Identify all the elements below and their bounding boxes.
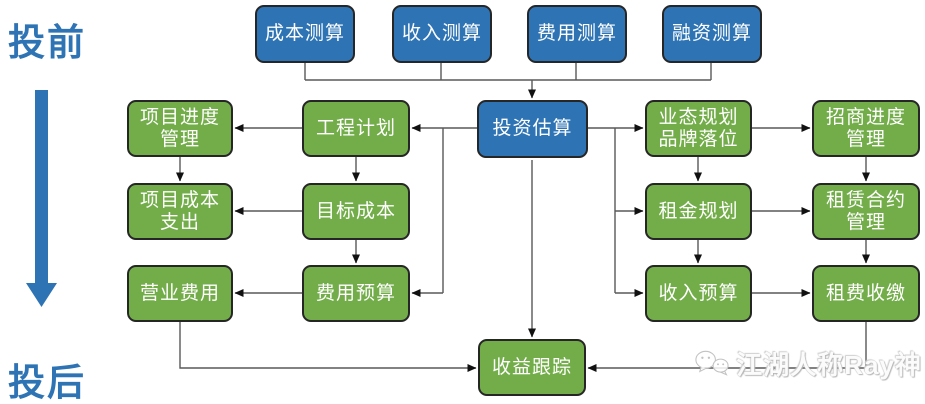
node-operating-expense: 营业费用	[127, 265, 233, 322]
node-engineering-plan: 工程计划	[302, 100, 410, 157]
node-cost-calculation: 成本测算	[255, 5, 355, 63]
node-format-planning-brand: 业态规划 品牌落位	[645, 100, 752, 157]
node-expense-calculation: 费用测算	[527, 5, 627, 63]
node-income-budget: 收入预算	[645, 265, 752, 322]
post-investment-label: 投后	[8, 362, 86, 403]
node-rent-collection: 租费收缴	[812, 265, 920, 322]
node-rent-planning: 租金规划	[645, 183, 752, 240]
node-investment-estimate: 投资估算	[477, 100, 588, 158]
node-target-cost: 目标成本	[302, 183, 410, 240]
node-lease-contract-management: 租赁合约 管理	[812, 183, 920, 240]
node-income-tracking: 收益跟踪	[478, 339, 586, 396]
pre-to-post-arrow	[26, 90, 57, 307]
node-project-schedule-management: 项目进度 管理	[127, 100, 233, 157]
node-financing-calculation: 融资测算	[662, 5, 762, 63]
pre-investment-label: 投前	[8, 22, 86, 63]
node-expense-budget: 费用预算	[302, 265, 410, 322]
node-project-cost-expense: 项目成本 支出	[127, 183, 233, 240]
node-income-calculation: 收入测算	[392, 5, 492, 63]
node-merchant-progress-management: 招商进度 管理	[812, 100, 920, 157]
